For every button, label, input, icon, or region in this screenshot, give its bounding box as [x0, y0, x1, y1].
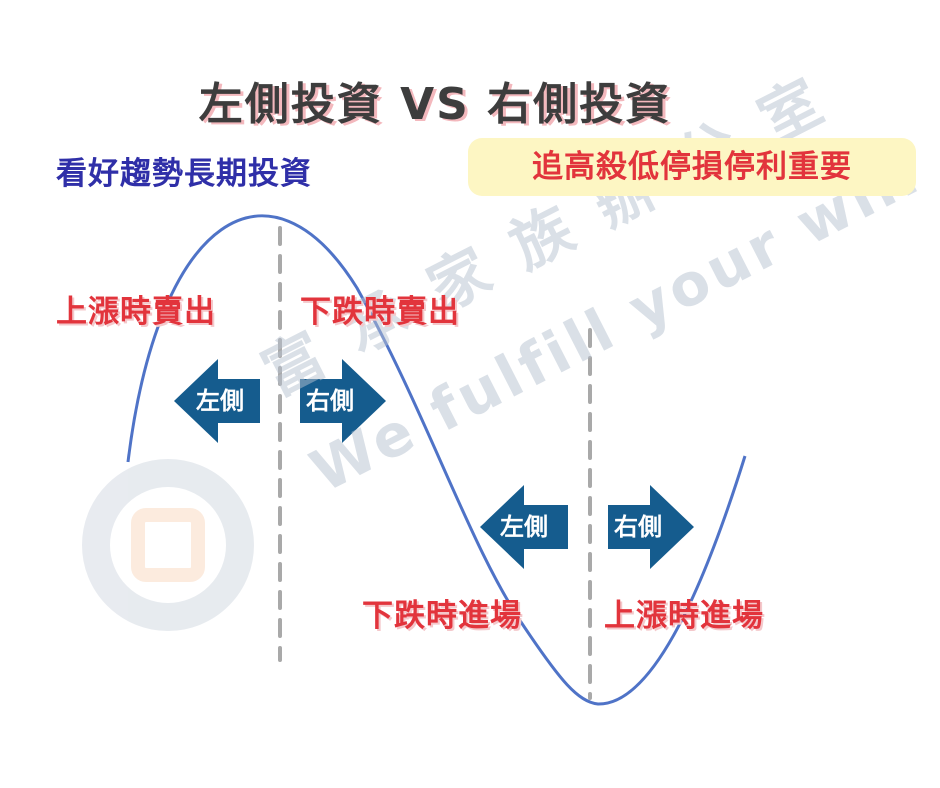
left-arrow-upper-label: 左側 — [196, 387, 244, 415]
left-arrow-upper — [174, 359, 260, 443]
watermark-logo-icon — [82, 459, 254, 631]
price-curve — [126, 214, 747, 706]
right-arrow-lower — [608, 485, 694, 569]
right-arrow-lower-label: 右側 — [614, 513, 662, 541]
right-side-subtitle: 追高殺低停損停利重要 — [468, 138, 916, 196]
page-title: 左側投資 VS 右側投資 — [198, 79, 672, 130]
label-sell-on-fall: 下跌時賣出 — [300, 294, 460, 330]
label-sell-on-rise: 上漲時賣出 — [56, 294, 216, 330]
label-enter-on-rise: 上漲時進場 — [604, 598, 764, 634]
left-arrow-lower-label: 左側 — [500, 513, 548, 541]
right-arrow-upper — [300, 359, 386, 443]
left-side-subtitle: 看好趨勢長期投資 — [56, 156, 312, 192]
left-arrow-lower — [480, 485, 568, 569]
right-arrow-upper-label: 右側 — [306, 387, 354, 415]
label-enter-on-fall: 下跌時進場 — [362, 598, 522, 634]
